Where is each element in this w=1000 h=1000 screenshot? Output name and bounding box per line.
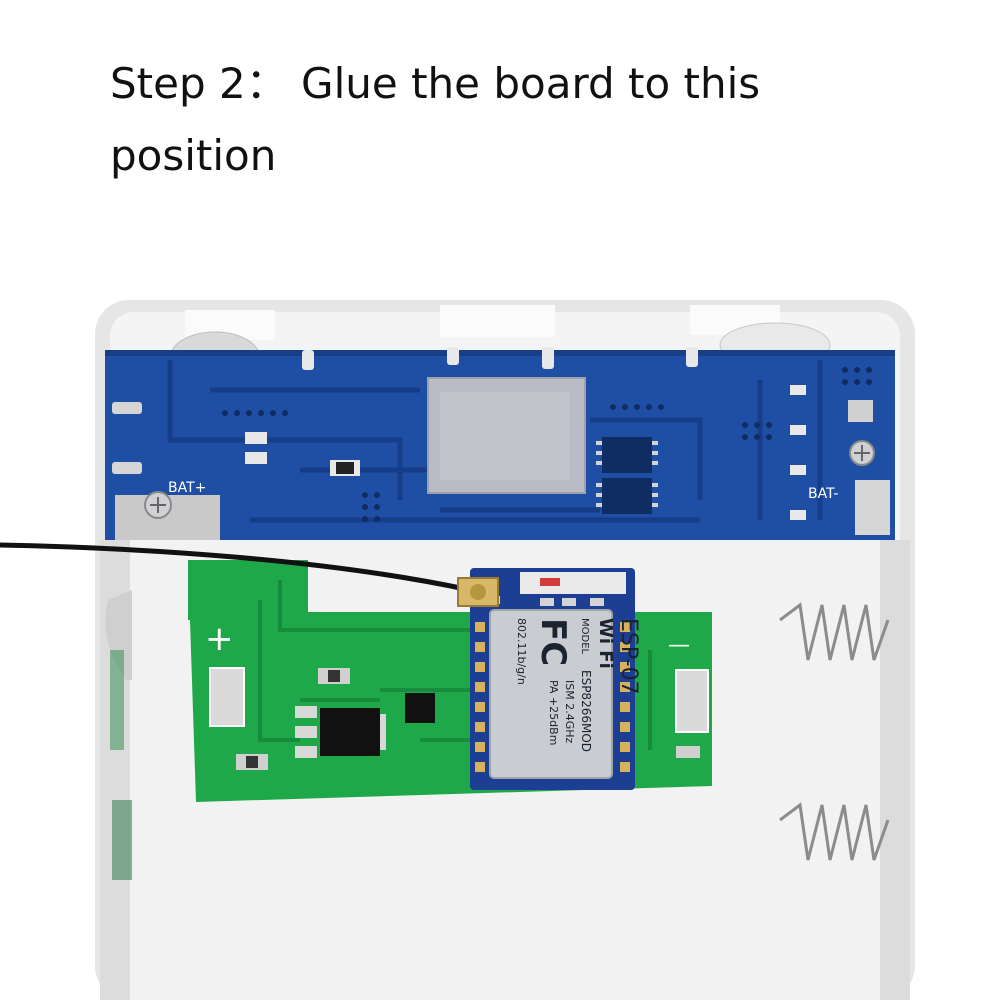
- wifi-logo: Wi Fi: [595, 618, 616, 669]
- module-name: ESP-07: [616, 618, 641, 695]
- pa-label: PA +25dBm: [547, 680, 560, 745]
- antenna-cable: [0, 542, 499, 607]
- fc-logo: FC: [533, 618, 573, 666]
- esp07-module: Wi Fi MODEL ESP8266MOD FC ISM 2.4GHz PA …: [470, 568, 641, 790]
- bat-minus-label: BAT-: [808, 486, 838, 502]
- caption-line-2: position: [110, 131, 277, 180]
- battery-springs: [779, 602, 890, 861]
- caption-line-1: Step 2： Glue the board to this: [110, 59, 761, 108]
- ism-label: ISM 2.4GHz: [563, 680, 576, 744]
- plus-marking: +: [205, 619, 234, 659]
- model-name: ESP8266MOD: [579, 670, 593, 752]
- model-label: MODEL: [579, 618, 590, 655]
- step-caption: Step 2： Glue the board to this position: [110, 48, 870, 192]
- bat-plus-label: BAT+: [168, 480, 206, 496]
- standard-label: 802.11b/g/n: [515, 618, 528, 685]
- blue-pcb: BAT+ BAT-: [105, 347, 895, 540]
- minus-marking: —: [668, 633, 690, 658]
